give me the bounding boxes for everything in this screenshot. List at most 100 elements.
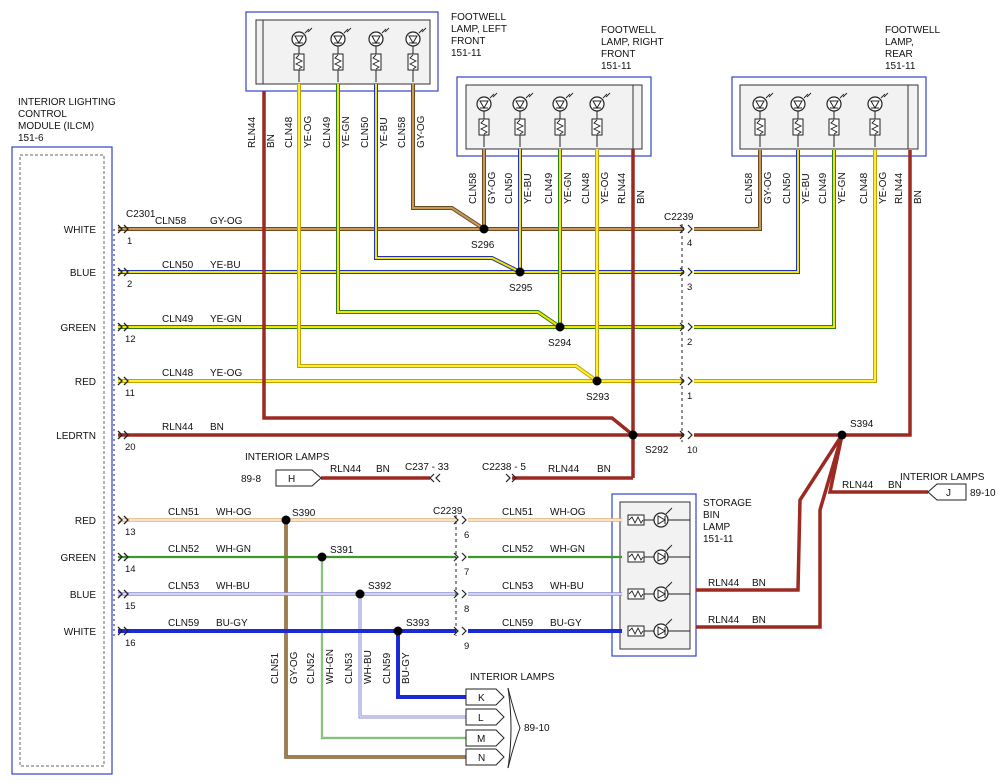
fw-right-wire-color-3: YE-GN [563, 172, 574, 204]
interior-lamps-h-ref: 89-8 [241, 474, 261, 485]
pin-num-12: 12 [125, 334, 136, 345]
storage-title-4: 151-11 [703, 534, 734, 545]
interior-lamps-h-circuit: RLN44 [330, 464, 362, 475]
fw-left-wire-label-3: CLN49 [322, 116, 333, 148]
pin-label-blue-2: BLUE [70, 268, 96, 279]
fw-rear-wire-label-4: CLN48 [859, 172, 870, 204]
bottom-drop-color-4: BU-GY [401, 652, 412, 684]
splice-s296 [479, 224, 489, 234]
c2239-connector-top [679, 224, 693, 442]
fw-left-wire-label-5: CLN58 [397, 116, 408, 148]
ilcm-title-4: 151-6 [18, 133, 44, 144]
splice-s391 [317, 552, 327, 562]
wire-label-cln53: CLN53 [168, 581, 200, 592]
bottom-drop-color-2: WH-GN [325, 649, 336, 684]
storage-title-1: STORAGE [703, 498, 752, 509]
footwell-rear-lamp-3 [826, 92, 848, 147]
pin-label-red-13: RED [75, 516, 96, 527]
connector-m-letter: M [477, 734, 485, 745]
fw-right-title-3: FRONT [601, 49, 635, 60]
fw-rear-title-2: LAMP, [885, 37, 914, 48]
storage-label-rln44-b: RLN44 [708, 615, 740, 626]
wire-label-cln58: CLN58 [155, 216, 187, 227]
fw-rear-title-4: 151-11 [885, 61, 916, 72]
wire-color-cln51: WH-OG [216, 507, 252, 518]
fw-rear-wire-label-5: RLN44 [894, 172, 905, 204]
fw-right-wire-color-4: YE-OG [600, 172, 611, 204]
pin-label-blue-15: BLUE [70, 590, 96, 601]
footwell-left-lamp-2 [330, 27, 352, 82]
splice-s293 [592, 376, 602, 386]
pin-num-15: 15 [125, 601, 136, 612]
connector-c237: C237 - 33 [405, 462, 449, 473]
interior-lamps-bottom-ref: 89-10 [524, 723, 550, 734]
wire-label-cln52: CLN52 [168, 544, 200, 555]
wire-label-cln50: CLN50 [162, 260, 194, 271]
ilcm-pin-labels: WHITE BLUE GREEN RED LEDRTN RED GREEN BL… [56, 225, 96, 638]
ilcm-title-3: MODULE (ILCM) [18, 121, 94, 132]
rs-label-cln51: CLN51 [502, 507, 534, 518]
wire-rln44 [118, 91, 928, 629]
splice-label-s393: S393 [406, 618, 430, 629]
splices [281, 224, 847, 636]
connector-labels: C2301 C2239 C2239 C237 - 33 C2238 - 5 4 … [126, 209, 698, 652]
pin-label-white-16: WHITE [64, 627, 97, 638]
pin-num-2: 2 [127, 279, 132, 290]
fw-left-wire-color-3: YE-GN [341, 116, 352, 148]
interior-lamps-bottom-title: INTERIOR LAMPS [470, 672, 555, 683]
connector-h: H [275, 469, 322, 487]
connector-c2238: C2238 - 5 [482, 462, 526, 473]
footwell-left-front-module: FOOTWELL LAMP, LEFT FRONT 151-11 [245, 11, 507, 92]
ilcm-wire-labels: CLN58 GY-OG CLN50 YE-BU CLN49 YE-GN CLN4… [155, 216, 252, 629]
fw-right-wire-color-5: BN [636, 190, 647, 204]
storage-title-3: LAMP [703, 522, 731, 533]
wire-cln49 [118, 84, 836, 329]
pin-label-white-1: WHITE [64, 225, 97, 236]
fw-right-wire-label-3: CLN49 [544, 172, 555, 204]
c2239-connector-bottom [453, 515, 467, 636]
fw-left-wire-color-2: YE-OG [303, 116, 314, 148]
fw-rear-wire-color-1: GY-OG [763, 171, 774, 204]
pin-num-16: 16 [125, 638, 136, 649]
fw-right-wire-label-4: CLN48 [581, 172, 592, 204]
fw-right-wire-label-1: CLN58 [468, 172, 479, 204]
footwell-rear-module: FOOTWELL LAMP, REAR 151-11 [731, 25, 940, 157]
wire-cln51 [118, 518, 622, 759]
connector-j: J [927, 483, 967, 501]
connector-c2301: C2301 [126, 209, 156, 220]
fw-rear-wire-color-4: YE-OG [878, 172, 889, 204]
interior-lamps-h-title: INTERIOR LAMPS [245, 452, 330, 463]
wire-cln53 [118, 592, 622, 719]
c2239-pin-10: 10 [687, 445, 698, 456]
rs-label-cln59: CLN59 [502, 618, 534, 629]
bottom-drop-color-1: GY-OG [289, 651, 300, 684]
connector-k-letter: K [478, 693, 485, 704]
connector-n-letter: N [478, 753, 485, 764]
rs-color-cln59: BU-GY [550, 618, 582, 629]
pin-num-1: 1 [127, 236, 132, 247]
ilcm-module: INTERIOR LIGHTING CONTROL MODULE (ILCM) … [11, 97, 116, 775]
fw-left-wire-label-2: CLN48 [284, 116, 295, 148]
wire-label-rln44: RLN44 [162, 422, 194, 433]
fw-left-title-4: 151-11 [451, 48, 482, 59]
wire-cln58 [118, 84, 762, 231]
storage-lamp-2 [627, 544, 690, 565]
c2239-pin-7: 7 [464, 567, 469, 578]
ilcm-title-1: INTERIOR LIGHTING [18, 97, 116, 108]
rs-label-cln53: CLN53 [502, 581, 534, 592]
c2239-pin-2: 2 [687, 337, 692, 348]
interior-lamps-j-title: INTERIOR LAMPS [900, 472, 985, 483]
c2239-pin-6: 6 [464, 530, 469, 541]
wire-cln50 [118, 84, 800, 274]
fw-rear-wire-color-2: YE-BU [801, 173, 812, 204]
fw-rear-title-3: REAR [885, 49, 913, 60]
wire-cln48 [118, 84, 877, 383]
connector-c2239-bottom: C2239 [433, 506, 463, 517]
c2239-pin-1: 1 [687, 391, 692, 402]
splice-label-s293: S293 [586, 392, 610, 403]
splice-label-s394: S394 [850, 419, 874, 430]
fw-left-wire-color-5: GY-OG [416, 115, 427, 148]
rs-color-cln52: WH-GN [550, 544, 585, 555]
c2239-pin-9: 9 [464, 641, 469, 652]
fw-right-wire-color-1: GY-OG [487, 171, 498, 204]
